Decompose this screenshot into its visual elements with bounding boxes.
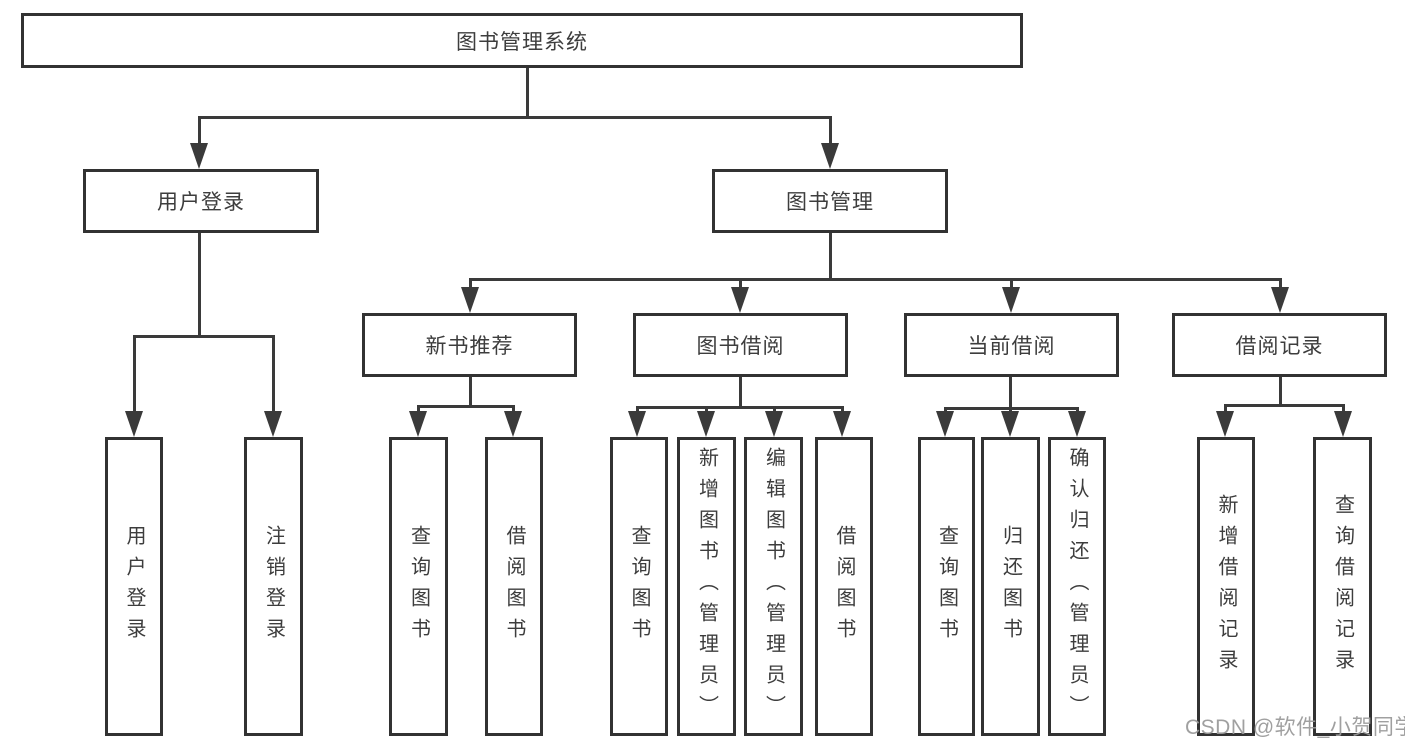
arrow-down-icon bbox=[936, 411, 954, 437]
connector-line bbox=[133, 335, 275, 338]
connector-line bbox=[1076, 407, 1079, 414]
arrow-down-icon bbox=[1334, 411, 1352, 437]
connector-line bbox=[1224, 404, 1227, 413]
node-label: 用户登录 bbox=[157, 191, 245, 214]
leaf-label: 新增借阅记录 bbox=[1215, 493, 1237, 680]
leaf-label: 编辑图书（管理员） bbox=[762, 447, 785, 726]
arrow-down-icon bbox=[1271, 287, 1289, 313]
leaf-label: 归还图书 bbox=[999, 524, 1022, 649]
leaf-query-borrow-record: 查询借阅记录 bbox=[1313, 437, 1372, 736]
arrow-down-icon bbox=[125, 411, 143, 437]
leaf-label: 查询图书 bbox=[935, 524, 958, 649]
node-label: 图书管理系统 bbox=[456, 30, 588, 54]
connector-line bbox=[272, 335, 275, 413]
arrow-down-icon bbox=[765, 411, 783, 437]
node-library-system: 图书管理系统 bbox=[21, 13, 1023, 68]
arrow-down-icon bbox=[697, 411, 715, 437]
leaf-confirm-return-admin: 确认归还（管理员） bbox=[1048, 437, 1106, 736]
leaf-label: 借阅图书 bbox=[833, 524, 855, 649]
node-book-borrowing: 图书借阅 bbox=[633, 313, 848, 377]
arrow-down-icon bbox=[461, 287, 479, 313]
arrow-down-icon bbox=[1002, 287, 1020, 313]
leaf-edit-book-admin: 编辑图书（管理员） bbox=[744, 437, 803, 736]
node-book-management: 图书管理 bbox=[712, 169, 948, 233]
arrow-down-icon bbox=[1001, 411, 1019, 437]
arrow-down-icon bbox=[731, 287, 749, 313]
connector-line bbox=[512, 405, 515, 414]
leaf-label: 确认归还（管理员） bbox=[1066, 447, 1088, 726]
leaf-label: 借阅图书 bbox=[503, 524, 525, 649]
node-label: 借阅记录 bbox=[1235, 335, 1324, 358]
connector-line bbox=[417, 405, 515, 408]
leaf-user-login: 用户登录 bbox=[105, 437, 163, 736]
connector-line bbox=[1010, 278, 1013, 290]
node-label: 图书管理 bbox=[786, 191, 874, 214]
leaf-add-book-admin: 新增图书（管理员） bbox=[677, 437, 736, 736]
node-label: 新书推荐 bbox=[425, 335, 514, 358]
arrow-down-icon bbox=[833, 411, 851, 437]
connector-line bbox=[469, 278, 1282, 281]
connector-line bbox=[1342, 404, 1345, 413]
arrow-down-icon bbox=[504, 411, 522, 437]
connector-line bbox=[469, 377, 472, 407]
connector-line bbox=[417, 405, 420, 414]
arrow-down-icon bbox=[628, 411, 646, 437]
arrow-down-icon bbox=[409, 411, 427, 437]
connector-line bbox=[636, 406, 844, 409]
node-label: 图书借阅 bbox=[696, 335, 785, 358]
connector-line bbox=[944, 407, 947, 414]
connector-line bbox=[198, 233, 201, 337]
leaf-label: 用户登录 bbox=[123, 524, 145, 649]
leaf-label: 新增图书（管理员） bbox=[695, 447, 718, 726]
arrow-down-icon bbox=[821, 143, 839, 169]
leaf-label: 查询图书 bbox=[628, 524, 650, 649]
connector-line bbox=[526, 68, 529, 117]
leaf-label: 查询图书 bbox=[407, 524, 430, 649]
leaf-query-books-borrowing: 查询图书 bbox=[610, 437, 668, 736]
connector-line bbox=[841, 406, 844, 414]
leaf-borrow-books-borrowing: 借阅图书 bbox=[815, 437, 873, 736]
connector-line bbox=[1009, 377, 1012, 409]
connector-line bbox=[829, 233, 832, 279]
connector-line bbox=[773, 406, 776, 414]
connector-line bbox=[469, 278, 472, 290]
connector-line bbox=[739, 377, 742, 408]
connector-line bbox=[198, 116, 201, 146]
leaf-return-books: 归还图书 bbox=[981, 437, 1040, 736]
leaf-query-books-recommend: 查询图书 bbox=[389, 437, 448, 736]
node-new-book-recommend: 新书推荐 bbox=[362, 313, 577, 377]
csdn-watermark: CSDN @软件_小贺同学 bbox=[1185, 716, 1405, 739]
leaf-label: 查询借阅记录 bbox=[1331, 493, 1354, 680]
node-borrowing-records: 借阅记录 bbox=[1172, 313, 1387, 377]
connector-line bbox=[1009, 407, 1012, 414]
connector-line bbox=[705, 406, 708, 414]
arrow-down-icon bbox=[264, 411, 282, 437]
connector-line bbox=[1279, 377, 1282, 406]
connector-line bbox=[133, 335, 136, 413]
leaf-logout: 注销登录 bbox=[244, 437, 303, 736]
connector-line bbox=[1224, 404, 1345, 407]
connector-line bbox=[829, 116, 832, 146]
node-label: 当前借阅 bbox=[967, 335, 1056, 358]
connector-line bbox=[739, 278, 742, 290]
node-current-borrowing: 当前借阅 bbox=[904, 313, 1119, 377]
leaf-add-borrow-record: 新增借阅记录 bbox=[1197, 437, 1255, 736]
connector-line bbox=[198, 116, 832, 119]
node-user-login: 用户登录 bbox=[83, 169, 319, 233]
arrow-down-icon bbox=[1216, 411, 1234, 437]
leaf-query-books-current: 查询图书 bbox=[918, 437, 975, 736]
leaf-label: 注销登录 bbox=[262, 524, 285, 649]
connector-line bbox=[1279, 278, 1282, 290]
arrow-down-icon bbox=[190, 143, 208, 169]
connector-line bbox=[636, 406, 639, 414]
leaf-borrow-books-recommend: 借阅图书 bbox=[485, 437, 543, 736]
arrow-down-icon bbox=[1068, 411, 1086, 437]
